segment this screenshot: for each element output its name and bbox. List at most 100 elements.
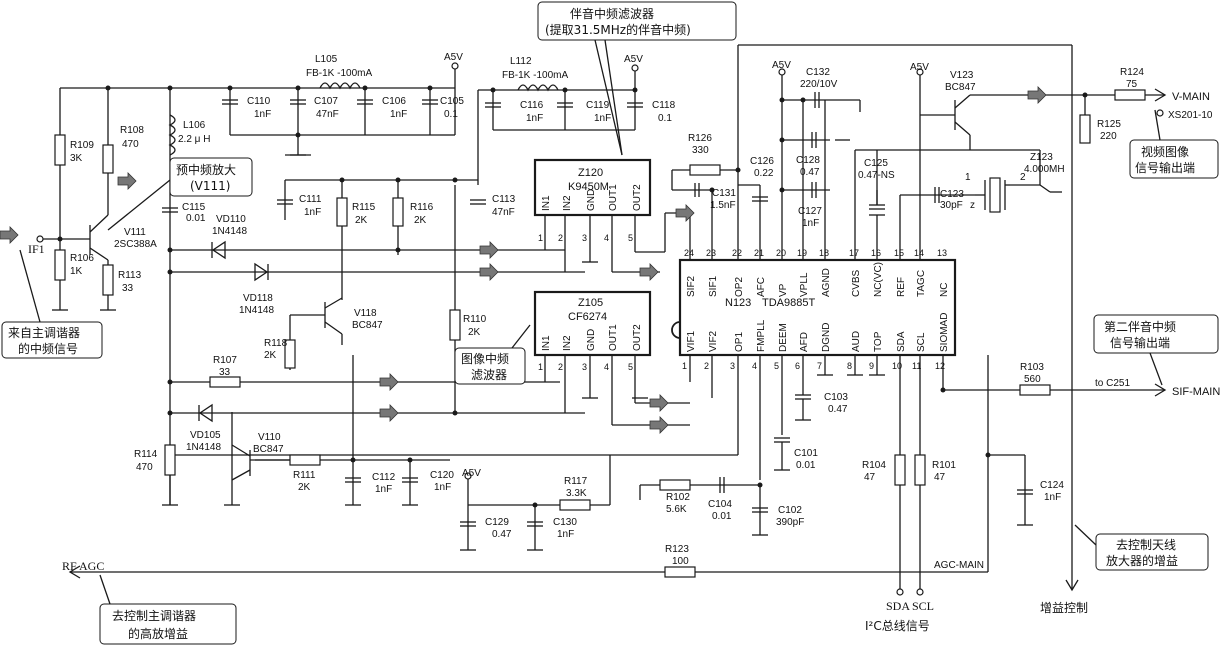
ic-bottom-pin-name: VIF2 — [708, 330, 719, 352]
ic-bottom-pin-num: 5 — [774, 361, 779, 371]
callout-from-tuner-line2: 的中频信号 — [18, 341, 78, 356]
if1-label: IF1 — [28, 242, 45, 256]
r115-label: R115 — [352, 202, 376, 213]
v118-label: V118 — [354, 308, 377, 319]
c132-value: 220/10V — [800, 79, 838, 90]
z120-pin-out1: OUT1 — [608, 184, 619, 211]
c123-value: 30pF — [940, 200, 963, 211]
callout-video-out-line2: 信号输出端 — [1135, 160, 1195, 175]
ic-top-pin-name: SIF1 — [708, 275, 719, 297]
ic-top-pin-num: 15 — [894, 248, 904, 258]
ic-bottom-pin-name: SCL — [916, 332, 927, 352]
v111-value: 2SC388A — [114, 239, 157, 250]
c101-value: 0.01 — [796, 460, 816, 471]
ic-bottom-pin-num: 9 — [869, 361, 874, 371]
sda-label: SDA — [886, 599, 910, 613]
c104-value: 0.01 — [712, 511, 732, 522]
ic-top-pin-name: NC(VC) — [873, 262, 884, 297]
c127-label: C127 — [798, 206, 822, 217]
c129-value: 0.47 — [492, 529, 512, 540]
ic-top-pin-num: 22 — [732, 248, 742, 258]
vd110-value: 1N4148 — [212, 226, 247, 237]
r108-value: 470 — [122, 139, 139, 150]
z120-ref: Z120 — [578, 167, 603, 179]
c111-label: C111 — [299, 194, 322, 205]
ic-top-pin-num: 18 — [819, 248, 829, 258]
z120-num-1: 1 — [538, 233, 543, 243]
z105-num-3: 3 — [582, 362, 587, 372]
ic-bottom-pin-num: 12 — [935, 361, 945, 371]
ic-bottom-pin-name: VIF1 — [686, 330, 697, 352]
ic-bottom-pins: VIF11VIF22OP13FMPLL4DEEM5AFD6DGND7AUD8TO… — [682, 313, 950, 371]
v111-label: V111 — [124, 227, 146, 238]
r113-body — [102, 264, 114, 296]
ic-top-pin-name: VPLL — [799, 272, 810, 297]
c131-label: C131 — [712, 188, 736, 199]
r118-value: 2K — [264, 350, 277, 361]
r101-value: 47 — [934, 472, 946, 483]
callout-pre-if: 预中频放大 (V111) — [107, 157, 253, 231]
c113-label: C113 — [492, 194, 516, 205]
r125-label: R125 — [1097, 119, 1121, 130]
ic-bottom-pin-num: 10 — [892, 361, 902, 371]
z105-ref: Z105 — [578, 297, 603, 309]
transistor-v111 — [89, 214, 109, 261]
r111-value: 2K — [298, 482, 311, 493]
a5v-label-1: A5V — [444, 52, 463, 63]
filter-z120 — [533, 158, 652, 217]
r125-body — [1079, 114, 1091, 144]
xs201-label: XS201-10 — [1168, 110, 1213, 121]
vd118-label: VD118 — [243, 293, 273, 304]
r101-body — [914, 454, 926, 486]
callout-antenna-gain-line2: 放大器的增益 — [1106, 553, 1178, 568]
z105-pin-out2: OUT2 — [632, 324, 643, 351]
to-c251-label: to C251 — [1095, 378, 1130, 389]
callout-from-tuner-line1: 来自主调谐器 — [8, 326, 80, 340]
c124-label: C124 — [1040, 480, 1064, 491]
a5v-label-4: A5V — [772, 60, 791, 71]
ic-bottom-pin-name: SDA — [896, 331, 907, 352]
v123-label: V123 — [950, 70, 974, 81]
diode-vd105 — [198, 403, 213, 423]
r124-label: R124 — [1120, 67, 1144, 78]
callout-vif-filter: 图像中频 滤波器 — [454, 324, 531, 385]
r123-value: 100 — [672, 556, 689, 567]
c131-value: 1.5nF — [710, 200, 736, 211]
c120-label: C120 — [430, 470, 454, 481]
ground-symbols — [52, 100, 1062, 551]
gain-control-label: 增益控制 — [1040, 601, 1088, 615]
c119-label: C119 — [586, 100, 610, 111]
z120-pin-in1: IN1 — [541, 195, 552, 211]
r126-value: 330 — [692, 145, 709, 156]
ic-bottom-pin-name: AUD — [851, 331, 862, 352]
ic-top-pin-name: NC — [939, 283, 950, 297]
z105-pin-in2: IN2 — [562, 335, 573, 351]
callout-tuner-gain: 去控制主调谐器 的高放增益 — [99, 574, 237, 645]
z105-num-4: 4 — [604, 362, 609, 372]
r116-value: 2K — [414, 215, 427, 226]
c130-label: C130 — [553, 517, 577, 528]
r106-label: R106 — [70, 253, 94, 264]
z105-part: CF6274 — [568, 311, 607, 323]
z105-num-1: 1 — [538, 362, 543, 372]
ic-top-pin-name: CVBS — [851, 269, 862, 297]
ic-top-pin-name: REF — [896, 277, 907, 297]
ic-bottom-pin-num: 3 — [730, 361, 735, 371]
v110-label: V110 — [258, 432, 281, 443]
z120-num-4: 4 — [604, 233, 609, 243]
svg-text:L105: L105 — [315, 54, 338, 65]
r106-value: 1K — [70, 266, 83, 277]
c118-label: C118 — [652, 100, 676, 111]
c128-value: 0.47 — [800, 167, 820, 178]
r109-label: R109 — [70, 140, 94, 151]
ic-top-pin-num: 14 — [914, 248, 924, 258]
diode-vd118 — [254, 262, 269, 282]
svg-text:L112: L112 — [510, 56, 532, 67]
signal-arrows — [0, 86, 1047, 434]
c120-value: 1nF — [434, 482, 451, 493]
a5v-label-5: A5V — [910, 62, 929, 73]
r111-label: R111 — [293, 470, 316, 481]
ic-top-pin-name: VP — [778, 283, 789, 297]
vmain-label: V-MAIN — [1172, 91, 1210, 103]
